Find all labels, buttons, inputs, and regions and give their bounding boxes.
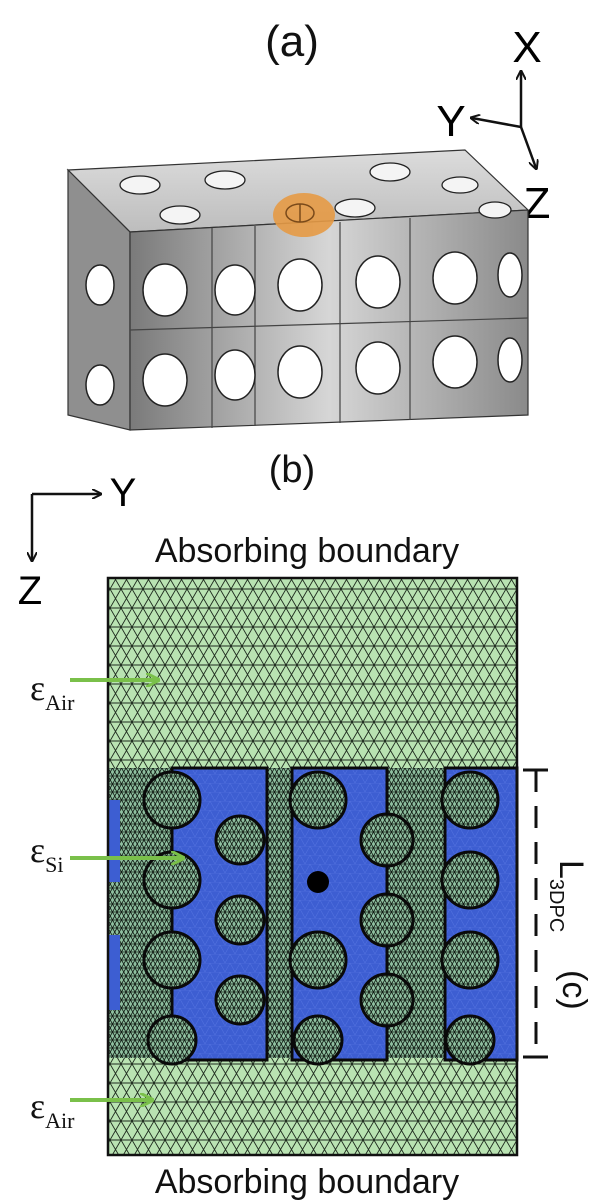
panel-c-label: (c) (555, 970, 593, 1010)
boundary-bottom-label: Absorbing boundary (155, 1163, 459, 1201)
eps-air-bottom-symbol: ε (30, 1086, 45, 1126)
axis-y-label-b: Y (110, 471, 137, 515)
axis-x-label-a: X (512, 23, 541, 72)
silicon-block-2 (288, 766, 415, 1066)
orange-dipole-source (273, 193, 335, 237)
silicon-block-1 (142, 766, 269, 1066)
length-subscript: 3DPC (545, 879, 567, 932)
boundary-top-label: Absorbing boundary (155, 532, 459, 570)
length-symbol: L (552, 860, 590, 879)
eps-air-top-subscript: Air (45, 690, 75, 715)
eps-si-annotation: εSi (30, 830, 183, 877)
svg-text:εSi: εSi (30, 830, 63, 877)
silicon-block-3 (440, 766, 519, 1066)
eps-air-bottom-annotation: εAir (30, 1086, 152, 1133)
eps-si-symbol: ε (30, 830, 45, 870)
panel-b-label: (b) (269, 449, 315, 491)
eps-air-top-annotation: εAir (30, 668, 158, 715)
silicon-block-left-edge (108, 800, 120, 1010)
axis-z-label-b: Z (18, 569, 42, 613)
length-label: L3DPC (545, 860, 590, 932)
defect-hole (307, 871, 329, 893)
panel-a-label: (a) (265, 17, 319, 66)
svg-text:εAir: εAir (30, 668, 75, 715)
simulation-domain (106, 576, 519, 1157)
eps-air-bottom-subscript: Air (45, 1108, 75, 1133)
length-dimension-marker: L3DPC (c) (523, 768, 593, 1059)
eps-air-top-symbol: ε (30, 668, 45, 708)
axis-triad-b: Y Z (18, 471, 137, 613)
cube-crystal-illustration (66, 149, 530, 431)
axis-y-label-a: Y (436, 97, 465, 146)
eps-si-subscript: Si (45, 852, 63, 877)
svg-text:εAir: εAir (30, 1086, 75, 1133)
